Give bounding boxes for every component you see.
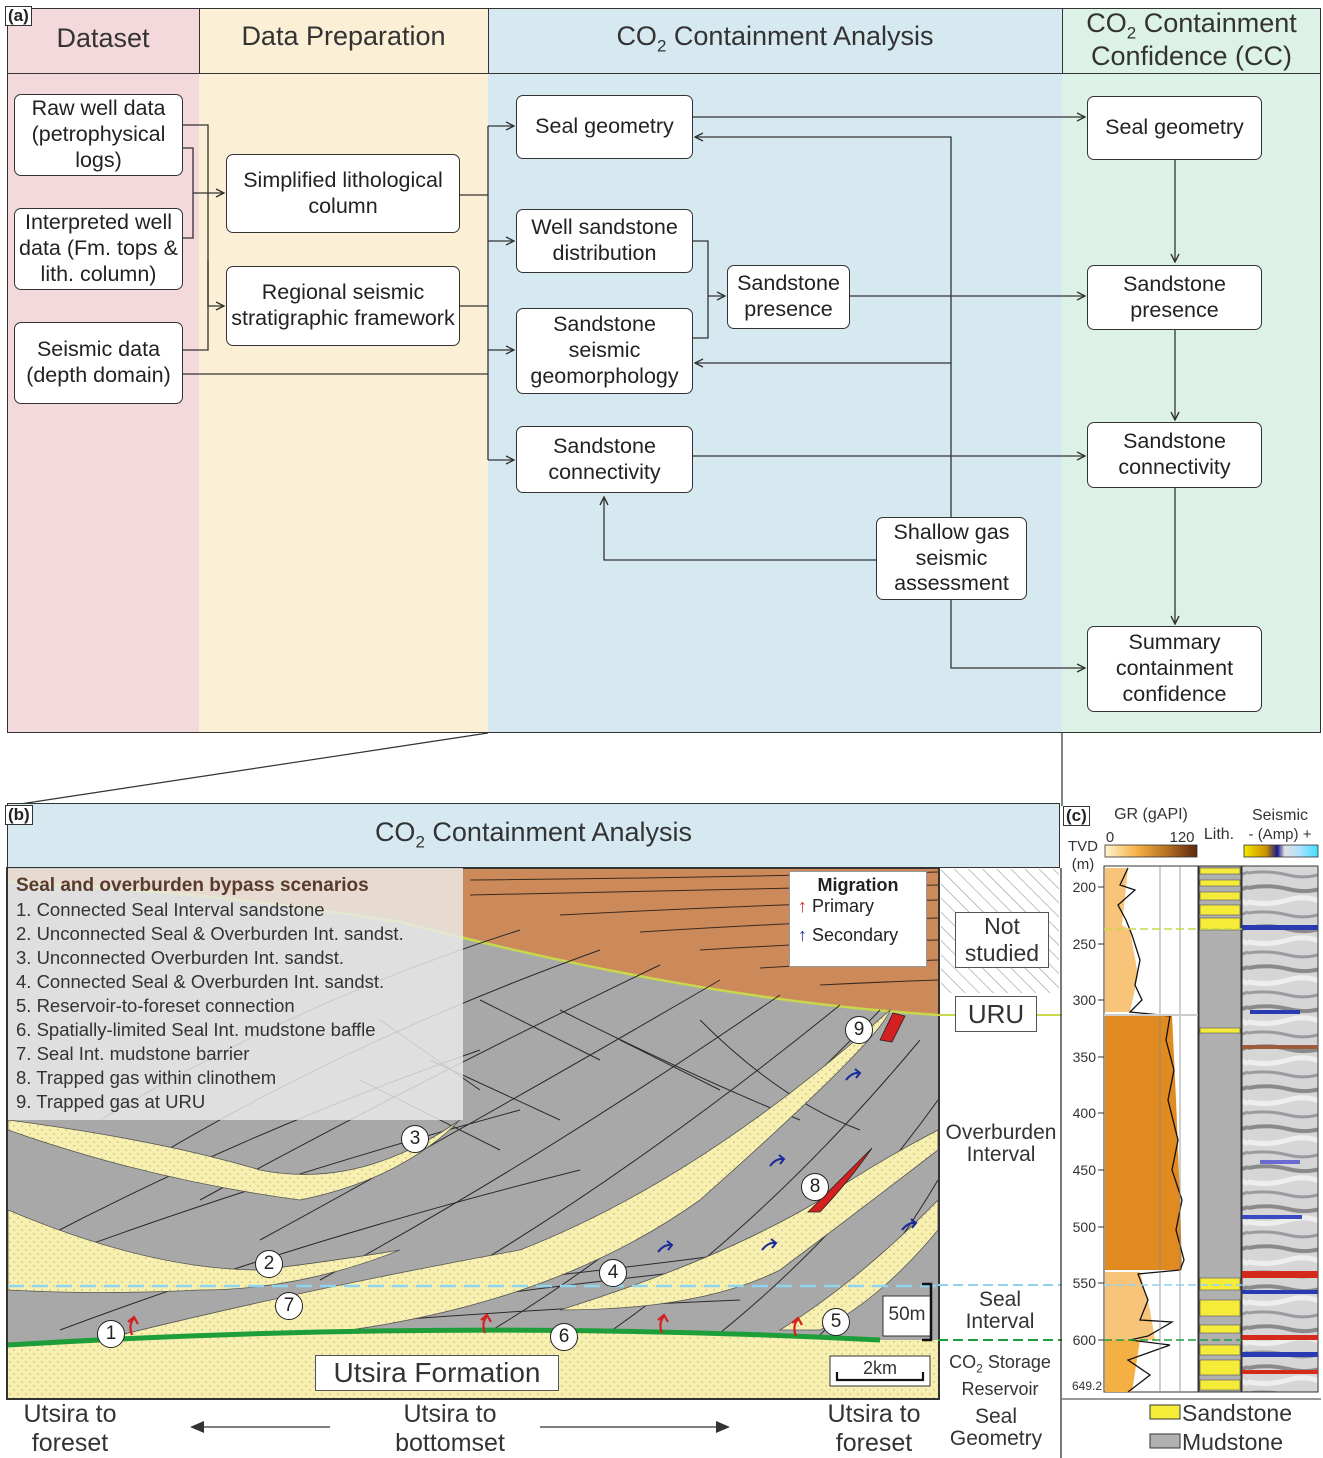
seal-geometry-bottom-label: Seal Geometry bbox=[949, 1405, 1043, 1450]
legend-sandstone: Sandstone bbox=[1182, 1400, 1292, 1426]
seismic-title: Seismic bbox=[1251, 807, 1308, 824]
secondary-arrow-icon: ↑ bbox=[798, 925, 807, 945]
gr-max: 120 bbox=[1169, 829, 1195, 846]
depth-tick: 550 bbox=[1072, 1275, 1096, 1291]
primary-arrow-icon: ↑ bbox=[798, 896, 807, 916]
depth-tick: 200 bbox=[1072, 879, 1096, 895]
scenario-marker-2: 2 bbox=[255, 1250, 283, 1278]
scenario-marker-7: 7 bbox=[275, 1292, 303, 1320]
depth-tick: 400 bbox=[1072, 1105, 1096, 1121]
cc-header: CO2 Containment Confidence (CC) bbox=[1086, 8, 1297, 72]
well-sandstone-box: Well sandstone distribution bbox=[516, 209, 693, 273]
gr-title: GR (gAPI) bbox=[1114, 806, 1188, 823]
scenario-marker-6: 6 bbox=[550, 1323, 578, 1351]
cc-sandstone-connectivity-box: Sandstone connectivity bbox=[1087, 422, 1262, 488]
panel-b-header: CO2 Containment Analysis bbox=[374, 817, 693, 852]
flow-connectors bbox=[183, 0, 1323, 740]
depth-tick: 350 bbox=[1072, 1049, 1096, 1065]
gr-min: 0 bbox=[1105, 829, 1115, 846]
scenario-marker-3: 3 bbox=[401, 1125, 429, 1153]
overburden-label: Overburden Interval bbox=[945, 1121, 1057, 1166]
scenario-item: 9. Trapped gas at URU bbox=[16, 1091, 206, 1112]
scenario-marker-1: 1 bbox=[97, 1320, 125, 1348]
scenarios-legend: Seal and overburden bypass scenarios 1. … bbox=[8, 868, 463, 1120]
tvd-label: TVD(m) bbox=[1068, 838, 1098, 873]
scenario-marker-4: 4 bbox=[599, 1259, 627, 1287]
depth-tick: 300 bbox=[1072, 992, 1096, 1008]
cc-seal-geometry-box: Seal geometry bbox=[1087, 96, 1262, 160]
scenarios-title: Seal and overburden bypass scenarios bbox=[16, 875, 369, 896]
cc-summary-box: Summary containment confidence bbox=[1087, 626, 1262, 712]
bottom-left-label: Utsira to foreset bbox=[23, 1400, 117, 1457]
scenario-item: 5. Reservoir-to-foreset connection bbox=[16, 995, 295, 1016]
migration-title: Migration bbox=[817, 875, 899, 895]
panel-c-label: (c) bbox=[1063, 806, 1090, 826]
not-studied-label: Not studied bbox=[955, 912, 1049, 968]
scenario-marker-5: 5 bbox=[822, 1308, 850, 1336]
sandstone-connectivity-box: Sandstone connectivity bbox=[516, 426, 693, 493]
scenario-marker-9: 9 bbox=[845, 1016, 873, 1044]
scenario-item: 6. Spatially-limited Seal Int. mudstone … bbox=[16, 1019, 376, 1040]
depth-tick: 649.2 bbox=[1071, 1379, 1102, 1393]
uru-label: URU bbox=[955, 996, 1037, 1032]
utsira-formation-label: Utsira Formation bbox=[315, 1355, 559, 1391]
dataset-header: Dataset bbox=[56, 23, 150, 53]
depth-tick: 600 bbox=[1072, 1332, 1096, 1348]
depth-tick: 450 bbox=[1072, 1162, 1096, 1178]
scenario-item: 1. Connected Seal Interval sandstone bbox=[16, 899, 325, 920]
header-divider-1 bbox=[199, 8, 200, 73]
analysis-header: CO2 Containment Analysis bbox=[616, 21, 934, 56]
header-divider-2 bbox=[488, 8, 489, 73]
bottom-middle-label: Utsira to bottomset bbox=[395, 1400, 505, 1457]
scenario-item: 2. Unconnected Seal & Overburden Int. sa… bbox=[16, 923, 404, 944]
seal-geometry-box: Seal geometry bbox=[516, 95, 693, 159]
migration-primary: ↑ Primary bbox=[798, 896, 875, 916]
raw-well-data-box: Raw well data (petrophysical logs) bbox=[14, 94, 183, 176]
panel-b-label: (b) bbox=[5, 805, 33, 825]
cc-sandstone-presence-box: Sandstone presence bbox=[1087, 265, 1262, 330]
depth-tick: 500 bbox=[1072, 1219, 1096, 1235]
panel-a-frame bbox=[7, 8, 1321, 733]
sandstone-geomorph-box: Sandstone seismic geomorphology bbox=[516, 308, 693, 394]
interpreted-well-data-box: Interpreted well data (Fm. tops & lith. … bbox=[14, 208, 183, 290]
lith-title: Lith. bbox=[1203, 826, 1235, 843]
header-divider-3 bbox=[1062, 8, 1063, 73]
scenario-item: 4. Connected Seal & Overburden Int. sand… bbox=[16, 971, 385, 992]
panel-b-header-bg bbox=[7, 803, 1060, 868]
scenario-item: 3. Unconnected Overburden Int. sandst. bbox=[16, 947, 345, 968]
regional-seismic-box: Regional seismic stratigraphic framework bbox=[226, 266, 460, 346]
sandstone-presence-box: Sandstone presence bbox=[727, 265, 850, 329]
data-prep-column-bg bbox=[199, 8, 488, 733]
scale-bar-label: 2km bbox=[862, 1358, 897, 1378]
panel-a-label: (a) bbox=[5, 6, 32, 26]
legend-mudstone: Mudstone bbox=[1182, 1429, 1284, 1455]
data-prep-header: Data Preparation bbox=[241, 21, 446, 51]
vertical-scale-label: 50m bbox=[888, 1304, 926, 1325]
shallow-gas-box: Shallow gas seismic assessment bbox=[876, 517, 1027, 600]
depth-tick: 250 bbox=[1072, 936, 1096, 952]
seismic-data-box: Seismic data (depth domain) bbox=[14, 322, 183, 404]
zoom-lines bbox=[6, 732, 1063, 807]
scenario-item: 8. Trapped gas within clinothem bbox=[16, 1067, 277, 1088]
seal-interval-label: Seal Interval bbox=[965, 1288, 1035, 1333]
scenario-item: 7. Seal Int. mudstone barrier bbox=[16, 1043, 250, 1064]
seismic-sub: - (Amp) + bbox=[1248, 826, 1312, 843]
migration-secondary: ↑ Secondary bbox=[798, 925, 899, 945]
scenario-marker-8: 8 bbox=[801, 1173, 829, 1201]
header-bottom-line bbox=[7, 73, 1321, 74]
migration-legend: Migration ↑ Primary ↑ Secondary bbox=[789, 871, 927, 967]
bottom-right-label: Utsira to foreset bbox=[827, 1400, 921, 1457]
simplified-lith-box: Simplified lithological column bbox=[226, 154, 460, 233]
